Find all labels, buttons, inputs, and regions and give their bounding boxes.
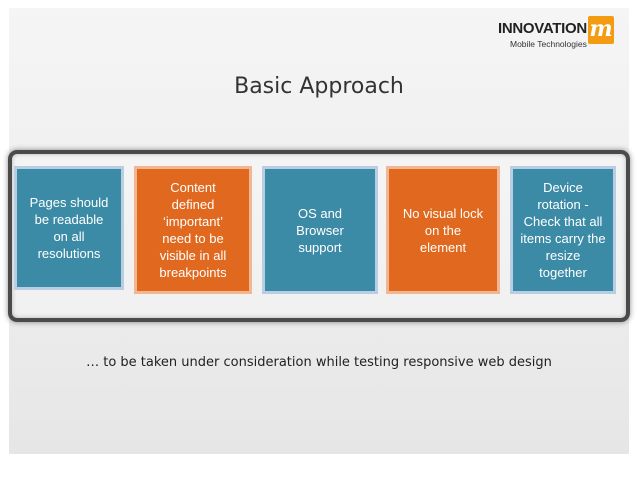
approach-box-text: Device rotation - Check that all items c… bbox=[520, 180, 606, 280]
slide-title: Basic Approach bbox=[234, 74, 404, 99]
approach-box-text: OS and Browser support bbox=[296, 205, 344, 255]
approach-box-text: No visual lock on the element bbox=[402, 205, 484, 255]
approach-box-content: Content defined ‘important’ need to be v… bbox=[134, 166, 252, 294]
approach-box-readable: Pages should be readable on all resoluti… bbox=[14, 166, 124, 290]
approach-box-visual-lock: No visual lock on the element bbox=[386, 166, 500, 294]
logo-tagline: Mobile Technologies bbox=[510, 39, 587, 49]
logo-wordmark: INNOVATION bbox=[498, 20, 587, 37]
slide-footer-note: … to be taken under consideration while … bbox=[86, 355, 552, 370]
logo-m-icon: m bbox=[588, 16, 614, 44]
approach-box-text: Content defined ‘important’ need to be v… bbox=[159, 180, 227, 280]
approach-box-text: Pages should be readable on all resoluti… bbox=[29, 195, 109, 261]
approach-box-os-browser: OS and Browser support bbox=[262, 166, 378, 294]
company-logo: INNOVATION m Mobile Technologies bbox=[488, 16, 626, 54]
approach-box-device-rotation: Device rotation - Check that all items c… bbox=[510, 166, 616, 294]
